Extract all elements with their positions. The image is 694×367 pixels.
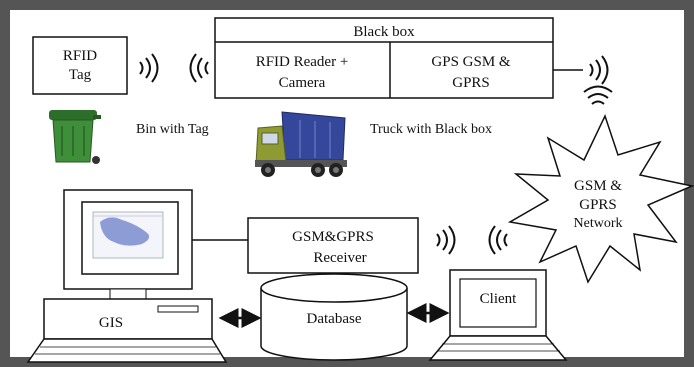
network-label-3: Network — [574, 216, 623, 231]
gsm-gprs-network-cloud: GSM & GPRS Network — [507, 113, 694, 284]
signal-waves-icon — [583, 85, 613, 105]
black-box-title: Black box — [353, 24, 415, 40]
rfid-tag-label-2: Tag — [69, 67, 92, 83]
database-label: Database — [307, 311, 362, 327]
bin-caption: Bin with Tag — [136, 122, 209, 137]
receiver-label-2: Receiver — [313, 250, 366, 266]
network-label-2: GPRS — [579, 197, 617, 213]
database-cylinder: Database — [260, 273, 408, 361]
signal-waves-icon — [589, 55, 609, 85]
bin-icon — [49, 110, 101, 164]
rfid-reader-label-2: Camera — [279, 75, 326, 91]
gis-computer: GIS — [26, 298, 228, 363]
black-box: Black box RFID Reader + Camera GPS GSM &… — [214, 17, 554, 99]
client-label: Client — [480, 291, 517, 307]
receiver-label-1: GSM&GPRS — [292, 229, 374, 245]
gis-label: GIS — [99, 315, 123, 331]
truck-caption: Truck with Black box — [370, 122, 492, 137]
rfid-tag-box: RFID Tag — [32, 36, 128, 95]
signal-waves-icon — [189, 53, 209, 83]
gps-gsm-label-1: GPS GSM & — [431, 54, 511, 70]
rfid-reader-label-1: RFID Reader + — [256, 54, 349, 70]
signal-waves-icon — [488, 225, 508, 255]
monitor-icon — [63, 189, 193, 300]
laptop-icon: Client — [428, 269, 568, 361]
truck-icon — [255, 111, 347, 177]
gps-gsm-label-2: GPRS — [452, 75, 490, 91]
signal-waves-icon — [436, 225, 456, 255]
signal-waves-icon — [139, 53, 159, 83]
network-label-1: GSM & — [574, 178, 622, 194]
gsm-gprs-receiver-box: GSM&GPRS Receiver — [247, 217, 419, 274]
rfid-tag-label-1: RFID — [63, 48, 97, 64]
